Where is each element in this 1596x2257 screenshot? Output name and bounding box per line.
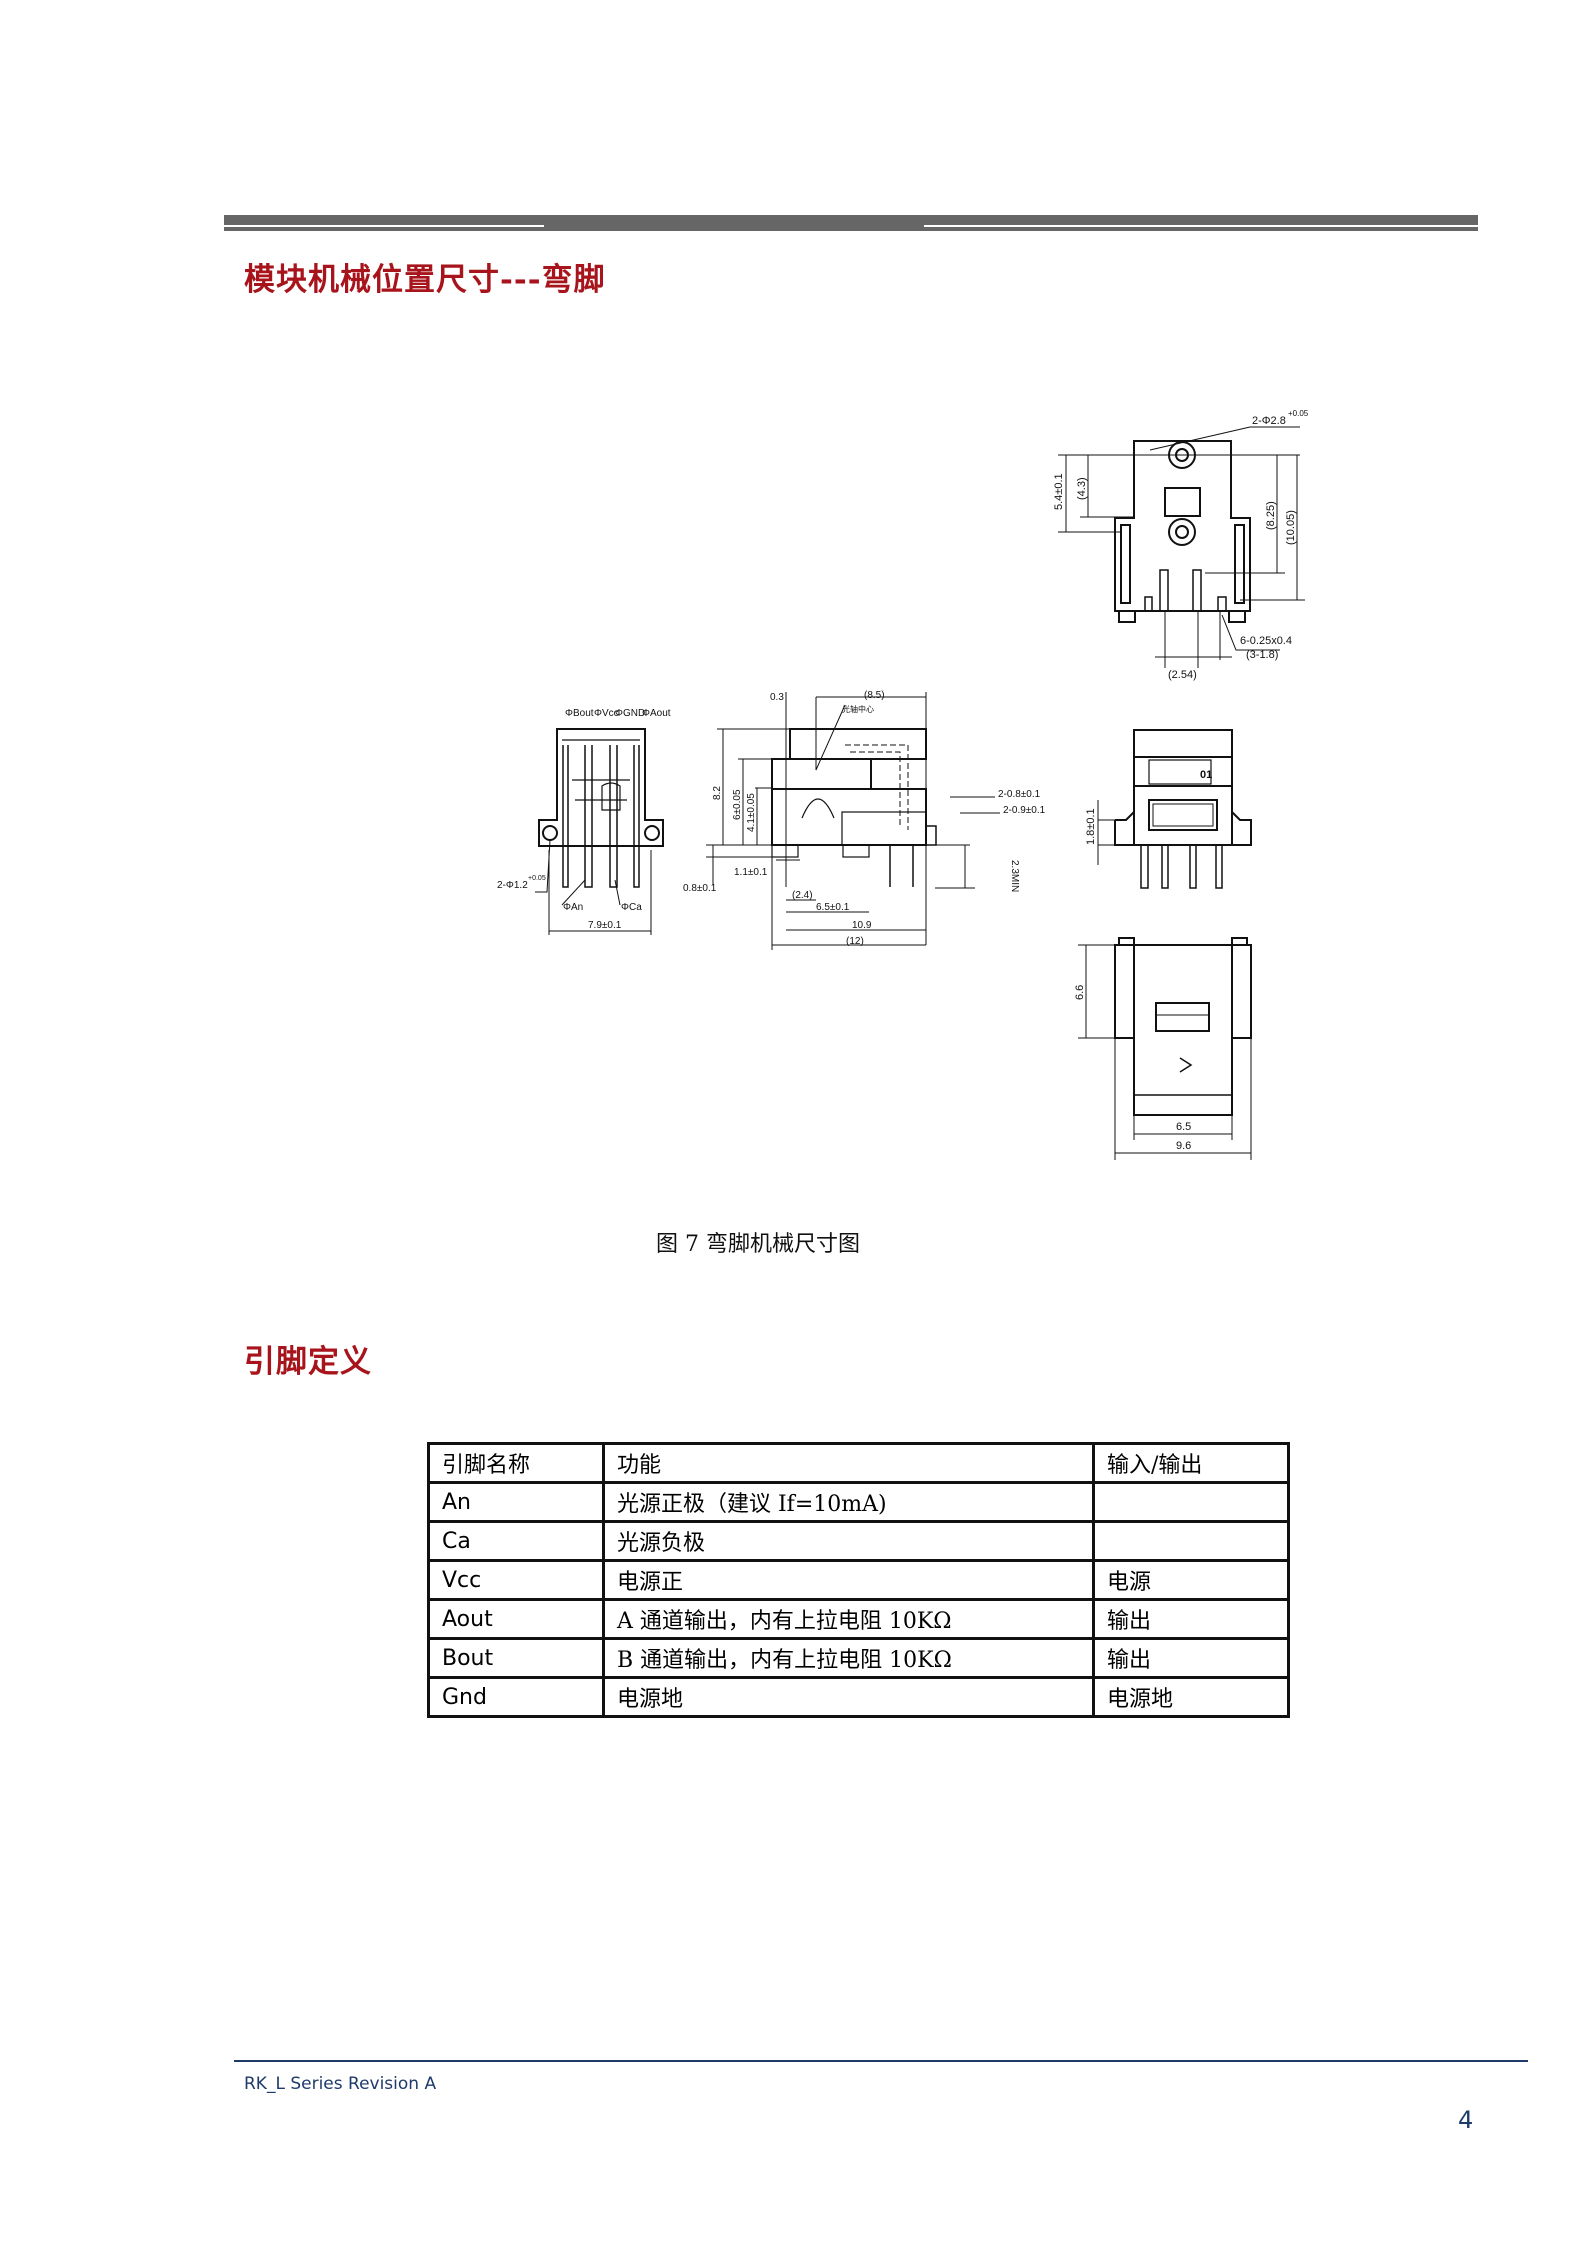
svg-text:ΦAn: ΦAn <box>563 902 583 913</box>
svg-text:(2.4): (2.4) <box>792 890 813 901</box>
footer-series: RK_L Series Revision A <box>244 2074 437 2094</box>
svg-text:ΦVcc: ΦVcc <box>594 708 619 719</box>
svg-text:(8.25): (8.25) <box>1265 501 1277 530</box>
svg-text:(2.54): (2.54) <box>1168 669 1197 681</box>
table-header-row: 引脚名称 功能 输入/输出 <box>427 1442 1290 1484</box>
svg-text:1.1±0.1: 1.1±0.1 <box>734 867 768 878</box>
function-cell: B 通道输出，内有上拉电阻 10KΩ <box>602 1637 1095 1679</box>
pin-name-cell: Bout <box>427 1637 605 1679</box>
svg-text:01: 01 <box>1200 769 1212 781</box>
mechanical-drawing: 2-Φ2.8 +0.05 5.4±0.1 (4.3) (8.25) (10.05… <box>497 409 1309 1160</box>
svg-text:+0.05: +0.05 <box>528 875 546 882</box>
header-cell: 输入/输出 <box>1092 1442 1290 1484</box>
svg-text:ΦAout: ΦAout <box>642 708 671 719</box>
svg-text:(3-1.8): (3-1.8) <box>1246 649 1278 661</box>
svg-text:2.3MIN: 2.3MIN <box>1009 860 1020 892</box>
header-cell: 引脚名称 <box>427 1442 605 1484</box>
top-view-drawing: 2-Φ2.8 +0.05 5.4±0.1 (4.3) (8.25) (10.05… <box>1053 409 1309 681</box>
header-cell: 功能 <box>602 1442 1095 1484</box>
svg-text:2-0.9±0.1: 2-0.9±0.1 <box>1003 805 1046 816</box>
svg-text:8.2: 8.2 <box>712 786 723 800</box>
svg-text:6±0.05: 6±0.05 <box>732 789 743 820</box>
bottom-view-drawing: 6.6 6.5 9.6 <box>1074 937 1252 1160</box>
svg-text:ΦCa: ΦCa <box>621 902 642 913</box>
svg-text:9.6: 9.6 <box>1176 1140 1191 1152</box>
svg-text:0.3: 0.3 <box>770 692 784 703</box>
section-title-pin-definition: 引脚定义 <box>244 1344 372 1380</box>
svg-text:ΦBout: ΦBout <box>565 708 594 719</box>
pin-name-cell: An <box>427 1481 605 1523</box>
svg-text:6-0.25x0.4: 6-0.25x0.4 <box>1240 635 1292 647</box>
function-cell: A 通道输出，内有上拉电阻 10KΩ <box>602 1598 1095 1640</box>
svg-text:(12): (12) <box>846 936 864 947</box>
svg-text:2-Φ1.2: 2-Φ1.2 <box>497 880 528 891</box>
end-view-drawing: 01 1.8±0.1 <box>1085 729 1252 889</box>
svg-text:10.9: 10.9 <box>852 920 872 931</box>
header-rule <box>224 215 1478 231</box>
pin-name-cell: Gnd <box>427 1676 605 1718</box>
io-cell: 电源 <box>1092 1559 1290 1601</box>
page-number: 4 <box>1458 2106 1474 2134</box>
function-cell: 电源正 <box>602 1559 1095 1601</box>
svg-text:2-Φ2.8: 2-Φ2.8 <box>1252 415 1286 427</box>
io-cell <box>1092 1481 1290 1523</box>
svg-text:光轴中心: 光轴中心 <box>842 704 874 714</box>
function-cell: 电源地 <box>602 1676 1095 1718</box>
svg-text:7.9±0.1: 7.9±0.1 <box>588 920 622 931</box>
svg-text:6.5: 6.5 <box>1176 1121 1191 1133</box>
pin-name-cell: Ca <box>427 1520 605 1562</box>
svg-text:6.5±0.1: 6.5±0.1 <box>816 902 850 913</box>
svg-text:+0.05: +0.05 <box>1288 409 1309 418</box>
io-cell <box>1092 1520 1290 1562</box>
io-cell: 输出 <box>1092 1598 1290 1640</box>
svg-text:(4.3): (4.3) <box>1076 477 1088 500</box>
io-cell: 电源地 <box>1092 1676 1290 1718</box>
footer-rule <box>234 2060 1528 2062</box>
pin-name-cell: Vcc <box>427 1559 605 1601</box>
svg-text:2-0.8±0.1: 2-0.8±0.1 <box>998 789 1041 800</box>
svg-text:4.1±0.05: 4.1±0.05 <box>746 793 757 832</box>
figure-caption: 图 7 弯脚机械尺寸图 <box>656 1232 860 1257</box>
svg-text:(10.05): (10.05) <box>1285 510 1297 545</box>
svg-text:ΦGND: ΦGND <box>615 708 645 719</box>
function-cell: 光源负极 <box>602 1520 1095 1562</box>
svg-text:(8.5): (8.5) <box>864 690 885 701</box>
section-title-mechanical: 模块机械位置尺寸---弯脚 <box>244 262 606 298</box>
io-cell: 输出 <box>1092 1637 1290 1679</box>
svg-text:5.4±0.1: 5.4±0.1 <box>1053 473 1065 510</box>
svg-text:0.8±0.1: 0.8±0.1 <box>683 883 717 894</box>
svg-text:6.6: 6.6 <box>1074 985 1086 1000</box>
svg-text:1.8±0.1: 1.8±0.1 <box>1085 808 1097 845</box>
front-view-drawing: ΦBout ΦVcc ΦGND ΦAout 2-Φ1.2 +0.05 ΦAn Φ… <box>497 708 671 935</box>
side-view-drawing: 0.3 (8.5) 光轴中心 8.2 6±0.05 4.1±0.05 2-0.8… <box>683 690 1046 950</box>
function-cell: 光源正极（建议 If=10mA) <box>602 1481 1095 1523</box>
pin-name-cell: Aout <box>427 1598 605 1640</box>
